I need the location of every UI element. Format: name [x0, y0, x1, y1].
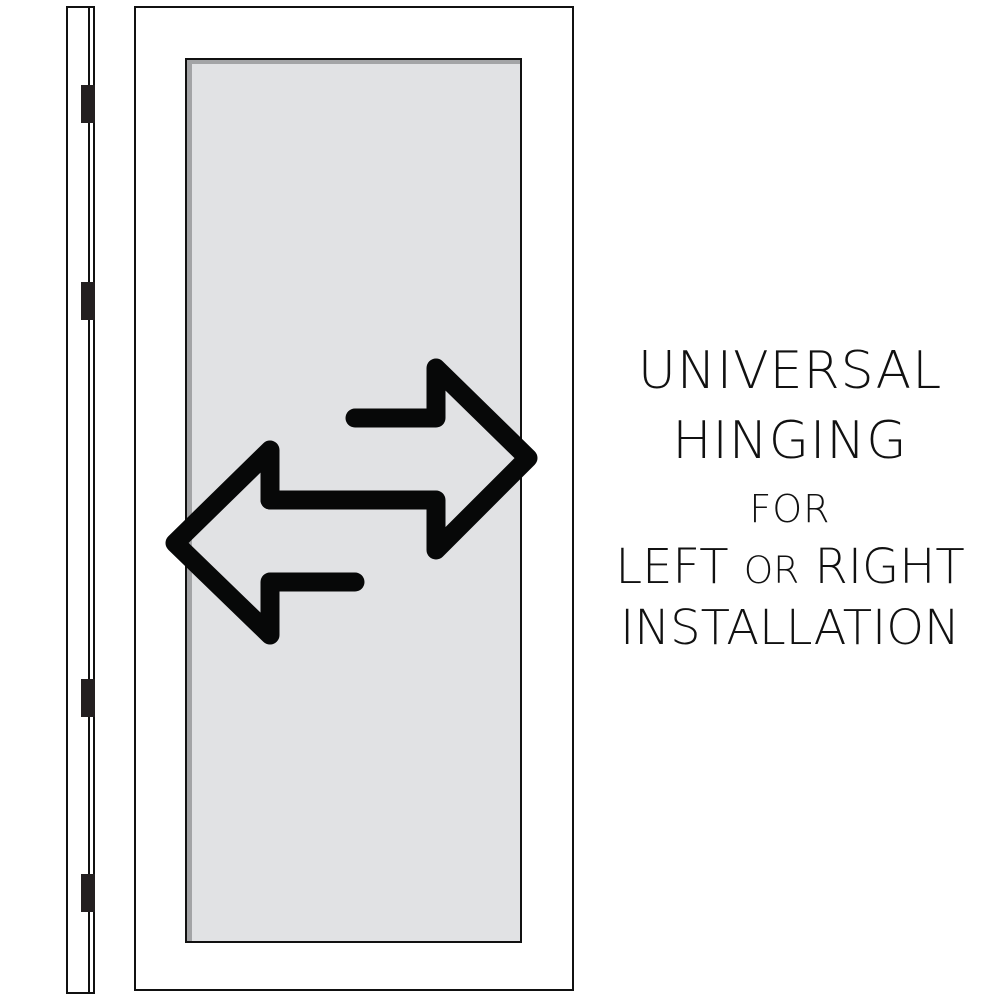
hinge-3 — [81, 679, 95, 717]
caption-left-or-right: LEFT OR RIGHT — [600, 543, 980, 591]
caption-hinging: HINGING — [672, 411, 908, 471]
side-profile-line — [93, 8, 95, 992]
caption-for: FOR — [749, 487, 831, 531]
caption-or: OR — [743, 548, 800, 592]
caption-universal: UNIVERSAL — [637, 341, 943, 401]
glass-panel — [185, 58, 522, 943]
hinge-1 — [81, 85, 95, 123]
caption-right: RIGHT — [814, 539, 965, 595]
hinge-2 — [81, 282, 95, 320]
glass-shadow-left — [187, 60, 192, 941]
glass-shadow-top — [187, 60, 520, 64]
caption-left: LEFT — [615, 539, 729, 595]
door-side-profile — [66, 6, 95, 994]
side-profile-line — [88, 8, 90, 992]
caption-installation: INSTALLATION — [620, 600, 960, 656]
hinge-4 — [81, 874, 95, 912]
